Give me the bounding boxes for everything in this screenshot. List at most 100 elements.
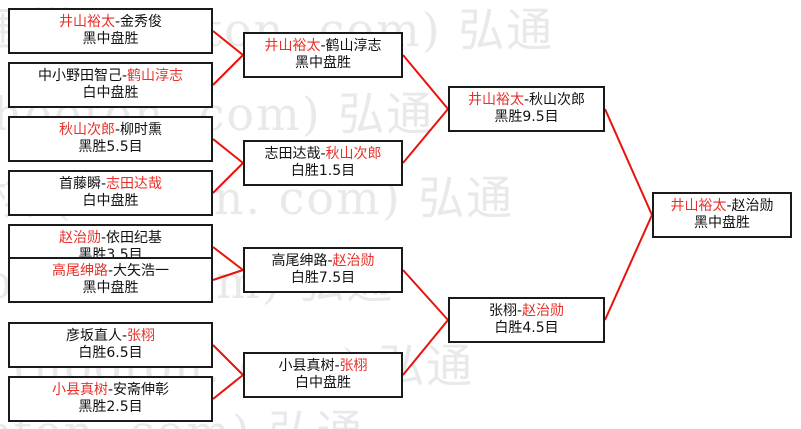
- match-pairing: 小县真树-张栩: [278, 359, 367, 374]
- match-box-r3m1[interactable]: 井山裕太-秋山次郎黑胜9.5目: [448, 86, 605, 132]
- player-separator: -: [320, 146, 326, 163]
- match-box-r2m2[interactable]: 志田达哉-秋山次郎白胜1.5目: [243, 140, 403, 186]
- connector-r3m2-to-r4m1: [604, 214, 653, 321]
- player-right: 赵治勋: [522, 303, 565, 320]
- player-left: 小县真树: [278, 358, 335, 375]
- match-box-r3m2[interactable]: 张栩-赵治勋白胜4.5目: [448, 297, 605, 343]
- player-right: 大矢浩一: [113, 263, 170, 280]
- match-pairing: 井山裕太-秋山次郎: [468, 93, 585, 108]
- player-left: 井山裕太: [58, 14, 115, 31]
- connector-r3m1-to-r4m1: [604, 108, 653, 216]
- player-left: 张栩: [488, 303, 517, 320]
- match-result: 黑胜9.5目: [494, 108, 559, 125]
- connector-r2m3-to-r3m2: [402, 269, 449, 321]
- player-right: 依田纪基: [106, 230, 163, 247]
- player-left: 秋山次郎: [58, 122, 115, 139]
- player-separator: -: [334, 358, 340, 375]
- player-separator: -: [523, 92, 530, 109]
- player-separator: -: [100, 176, 107, 193]
- player-left: 小县真树: [51, 382, 108, 399]
- player-separator: -: [114, 14, 121, 31]
- match-box-r1m4[interactable]: 首藤瞬-志田达哉白中盘胜: [8, 170, 213, 216]
- match-pairing: 井山裕太-金秀俊: [59, 15, 162, 30]
- match-pairing: 小县真树-安斋伸彰: [52, 383, 169, 398]
- player-left: 高尾绅路: [271, 253, 328, 270]
- match-result: 黑胜2.5目: [78, 398, 143, 415]
- player-left: 井山裕太: [467, 92, 524, 109]
- player-left: 中小野田智己: [37, 68, 122, 85]
- match-result: 白胜6.5目: [78, 344, 143, 361]
- connector-r1m3-to-r2m2: [212, 138, 244, 164]
- player-separator: -: [121, 68, 128, 85]
- match-pairing: 井山裕太-赵治勋: [670, 199, 773, 214]
- player-separator: -: [516, 303, 523, 320]
- match-pairing: 张栩-赵治勋: [489, 304, 564, 319]
- player-separator: -: [320, 38, 326, 55]
- player-left: 首藤瞬: [58, 176, 101, 193]
- match-pairing: 井山裕太-鹤山淳志: [264, 39, 381, 54]
- match-pairing: 秋山次郎-柳时熏: [59, 123, 162, 138]
- match-box-r2m3[interactable]: 高尾绅路-赵治勋白胜7.5目: [243, 247, 403, 293]
- match-box-r1m8[interactable]: 小县真树-安斋伸彰黑胜2.5目: [8, 376, 213, 422]
- match-result: 白胜1.5目: [290, 162, 356, 179]
- player-separator: -: [327, 253, 333, 270]
- match-pairing: 志田达哉-秋山次郎: [264, 147, 381, 162]
- player-left: 彦坂直人: [65, 328, 122, 345]
- connector-r1m4-to-r2m2: [212, 162, 244, 194]
- connector-r2m4-to-r3m2: [402, 319, 449, 376]
- connector-r1m1-to-r2m1: [212, 30, 244, 56]
- player-separator: -: [726, 198, 732, 215]
- match-box-r1m2[interactable]: 中小野田智己-鹤山淳志白中盘胜: [8, 62, 213, 108]
- connector-r2m1-to-r3m1: [402, 54, 449, 110]
- match-box-r1m3[interactable]: 秋山次郎-柳时熏黑胜5.5目: [8, 116, 213, 162]
- match-result: 黑中盘胜: [82, 30, 139, 47]
- match-pairing: 高尾绅路-赵治勋: [271, 254, 374, 269]
- match-box-r1m1[interactable]: 井山裕太-金秀俊黑中盘胜: [8, 8, 213, 54]
- match-result: 黑中盘胜: [82, 279, 139, 296]
- player-left: 高尾绅路: [51, 263, 108, 280]
- match-box-r1m7[interactable]: 彦坂直人-张栩白胜6.5目: [8, 322, 213, 368]
- match-result: 黑胜5.5目: [78, 138, 143, 155]
- match-pairing: 高尾绅路-大矢浩一: [52, 264, 169, 279]
- match-pairing: 彦坂直人-张栩: [66, 329, 155, 344]
- player-left: 赵治勋: [58, 230, 101, 247]
- player-right: 柳时熏: [120, 122, 163, 139]
- player-right: 赵治勋: [731, 198, 774, 215]
- player-right: 秋山次郎: [529, 92, 586, 109]
- match-result: 白胜7.5目: [290, 269, 356, 286]
- connector-r2m2-to-r3m1: [402, 108, 449, 164]
- player-right: 鹤山淳志: [325, 38, 382, 55]
- connector-r1m7-to-r2m4: [212, 344, 244, 376]
- match-pairing: 中小野田智己-鹤山淳志: [38, 69, 183, 84]
- match-result: 白胜4.5目: [494, 319, 559, 336]
- match-result: 白中盘胜: [82, 192, 139, 209]
- connector-r1m2-to-r2m1: [212, 54, 244, 86]
- player-left: 志田达哉: [264, 146, 321, 163]
- player-separator: -: [114, 122, 121, 139]
- match-box-r2m1[interactable]: 井山裕太-鹤山淳志黑中盘胜: [243, 32, 403, 78]
- match-box-r1m6[interactable]: 高尾绅路-大矢浩一黑中盘胜: [8, 257, 213, 303]
- connector-r1m5-to-r2m3: [212, 246, 244, 271]
- connector-r1m6-to-r2m3: [212, 269, 244, 281]
- player-right: 金秀俊: [120, 14, 163, 31]
- player-separator: -: [100, 230, 107, 247]
- match-box-r2m4[interactable]: 小县真树-张栩白中盘胜: [243, 352, 403, 398]
- player-separator: -: [107, 382, 114, 399]
- match-result: 黑中盘胜: [694, 214, 750, 231]
- player-right: 赵治勋: [332, 253, 375, 270]
- player-left: 井山裕太: [670, 198, 727, 215]
- match-result: 白中盘胜: [82, 84, 139, 101]
- player-separator: -: [107, 263, 114, 280]
- player-separator: -: [121, 328, 128, 345]
- player-right: 张栩: [127, 328, 156, 345]
- player-right: 张栩: [339, 358, 368, 375]
- connector-r1m8-to-r2m4: [212, 374, 244, 400]
- match-pairing: 首藤瞬-志田达哉: [59, 177, 162, 192]
- match-pairing: 赵治勋-依田纪基: [59, 231, 162, 246]
- match-box-r4m1[interactable]: 井山裕太-赵治勋黑中盘胜: [652, 192, 792, 238]
- match-result: 黑中盘胜: [295, 54, 351, 71]
- player-right: 安斋伸彰: [113, 382, 170, 399]
- player-right: 志田达哉: [106, 176, 163, 193]
- player-right: 秋山次郎: [325, 146, 382, 163]
